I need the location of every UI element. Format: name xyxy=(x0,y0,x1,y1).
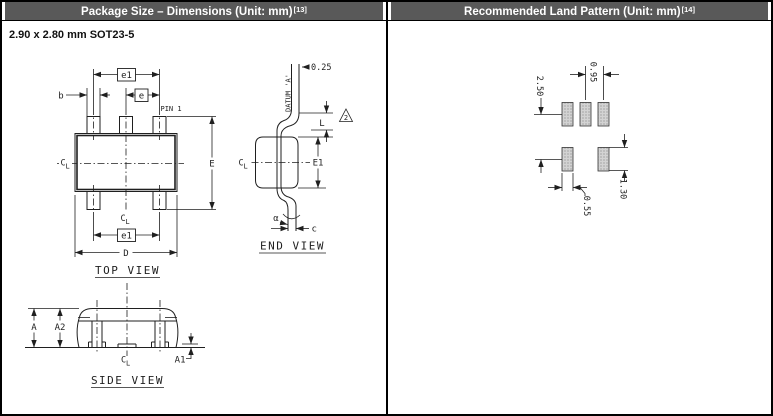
dim-lead-offset: 0.25 xyxy=(302,63,331,73)
dim-label-pad-width: 0.55 xyxy=(581,196,591,216)
right-header: Recommended Land Pattern (Unit: mm)[14] xyxy=(391,2,768,20)
dim-label-e1-top: e1 xyxy=(121,71,132,81)
note-flag-triangle: 2 xyxy=(338,108,354,122)
dim-c: c xyxy=(271,225,317,235)
top-view-drawing: e1 b e PIN 1 xyxy=(57,68,219,278)
centerline-c: C xyxy=(239,159,244,169)
dim-row-spacing: 2.50 xyxy=(534,76,562,173)
dim-pad-length: 1.30 xyxy=(609,134,628,199)
dim-L: L xyxy=(299,101,333,142)
dim-label-pad-length: 1.30 xyxy=(618,179,628,199)
side-view-centerlines xyxy=(96,283,161,356)
centerline-l: L xyxy=(126,360,130,368)
top-view-centerlines xyxy=(57,108,184,219)
land-pad xyxy=(579,102,592,127)
right-header-bar: Recommended Land Pattern (Unit: mm)[14] xyxy=(388,2,771,21)
dim-label-e1-bottom: e1 xyxy=(121,232,132,242)
dim-A: A xyxy=(28,308,79,348)
dim-label-offset: 0.25 xyxy=(311,63,331,73)
end-view-title: END VIEW xyxy=(260,240,325,253)
centerline-c: C xyxy=(121,356,126,366)
land-pad xyxy=(597,147,610,172)
end-view-drawing: 0.25 DATUM 'A' L 2 xyxy=(237,63,354,254)
end-view-body-outline xyxy=(255,136,299,189)
left-header: Package Size – Dimensions (Unit: mm)[13] xyxy=(5,2,383,20)
centerline-l: L xyxy=(66,163,70,171)
side-view-leads xyxy=(88,321,169,348)
dim-A1: A1 xyxy=(175,333,198,366)
land-pattern-drawing: 0.95 2.50 0.55 xyxy=(534,62,628,216)
pin-top-right xyxy=(152,116,167,134)
dim-D: D xyxy=(74,195,178,259)
side-view-drawing: A A2 A1 C L SIDE VIEW xyxy=(25,283,205,388)
side-view-body-outline xyxy=(76,308,179,348)
dim-label-E: E xyxy=(209,160,214,170)
dim-label-alpha: α xyxy=(273,214,279,224)
dim-label-L: L xyxy=(319,119,324,129)
dim-pad-width: 0.55 xyxy=(548,173,591,216)
left-header-title: Package Size – Dimensions (Unit: mm) xyxy=(81,6,293,18)
centerline-l: L xyxy=(244,163,248,171)
dim-A2: A2 xyxy=(52,308,68,348)
centerline-symbol-left: C L xyxy=(59,155,72,171)
dim-label-e: e xyxy=(139,92,144,102)
right-header-title: Recommended Land Pattern (Unit: mm) xyxy=(464,6,681,18)
dim-e1-bottom: e1 xyxy=(93,219,160,242)
dim-E1: E1 xyxy=(298,136,333,189)
dim-pad-pitch: 0.95 xyxy=(570,62,619,100)
dim-label-D: D xyxy=(123,249,128,259)
dim-b: b xyxy=(58,88,110,116)
centerline-symbol-bottom: C L xyxy=(121,214,130,226)
dim-label-A2: A2 xyxy=(55,323,66,333)
lead-profile xyxy=(276,64,300,231)
left-header-footnote: [13] xyxy=(293,5,307,15)
dim-label-pad-pitch: 0.95 xyxy=(588,62,598,82)
pin-top-left xyxy=(86,116,101,134)
dim-e1-top: e1 xyxy=(93,68,160,108)
land-pad xyxy=(597,102,610,127)
dim-label-E1: E1 xyxy=(313,159,324,169)
land-pad xyxy=(561,102,574,127)
side-view-title: SIDE VIEW xyxy=(91,374,164,387)
centerline-l: L xyxy=(126,218,130,226)
centerline-symbol-end-view: C L xyxy=(237,155,249,171)
centerline-c: C xyxy=(121,214,126,224)
dim-E: E xyxy=(167,116,219,210)
centerline-c: C xyxy=(61,159,66,169)
dim-label-b: b xyxy=(58,92,63,102)
pin-top-middle xyxy=(119,116,133,134)
dim-label-A: A xyxy=(31,323,37,333)
centerline-symbol-side-view: C L xyxy=(121,356,130,368)
dim-label-row-spacing: 2.50 xyxy=(534,76,544,96)
dim-e: e xyxy=(125,88,160,108)
dim-label-c: c xyxy=(312,225,317,235)
dim-alpha: α xyxy=(273,213,301,226)
datum-a-label: DATUM 'A' xyxy=(285,74,293,112)
land-pad xyxy=(561,147,574,172)
left-header-bar: Package Size – Dimensions (Unit: mm)[13] xyxy=(2,2,386,21)
top-view-title: TOP VIEW xyxy=(95,264,160,277)
side-view-body-details xyxy=(78,317,177,322)
note-flag-number: 2 xyxy=(344,114,348,122)
dim-label-A1: A1 xyxy=(175,356,186,366)
panel-divider xyxy=(386,2,388,414)
right-header-footnote: [14] xyxy=(681,5,695,15)
package-size-subtitle: 2.90 x 2.80 mm SOT23-5 xyxy=(9,29,135,41)
pin1-label: PIN 1 xyxy=(161,105,182,113)
